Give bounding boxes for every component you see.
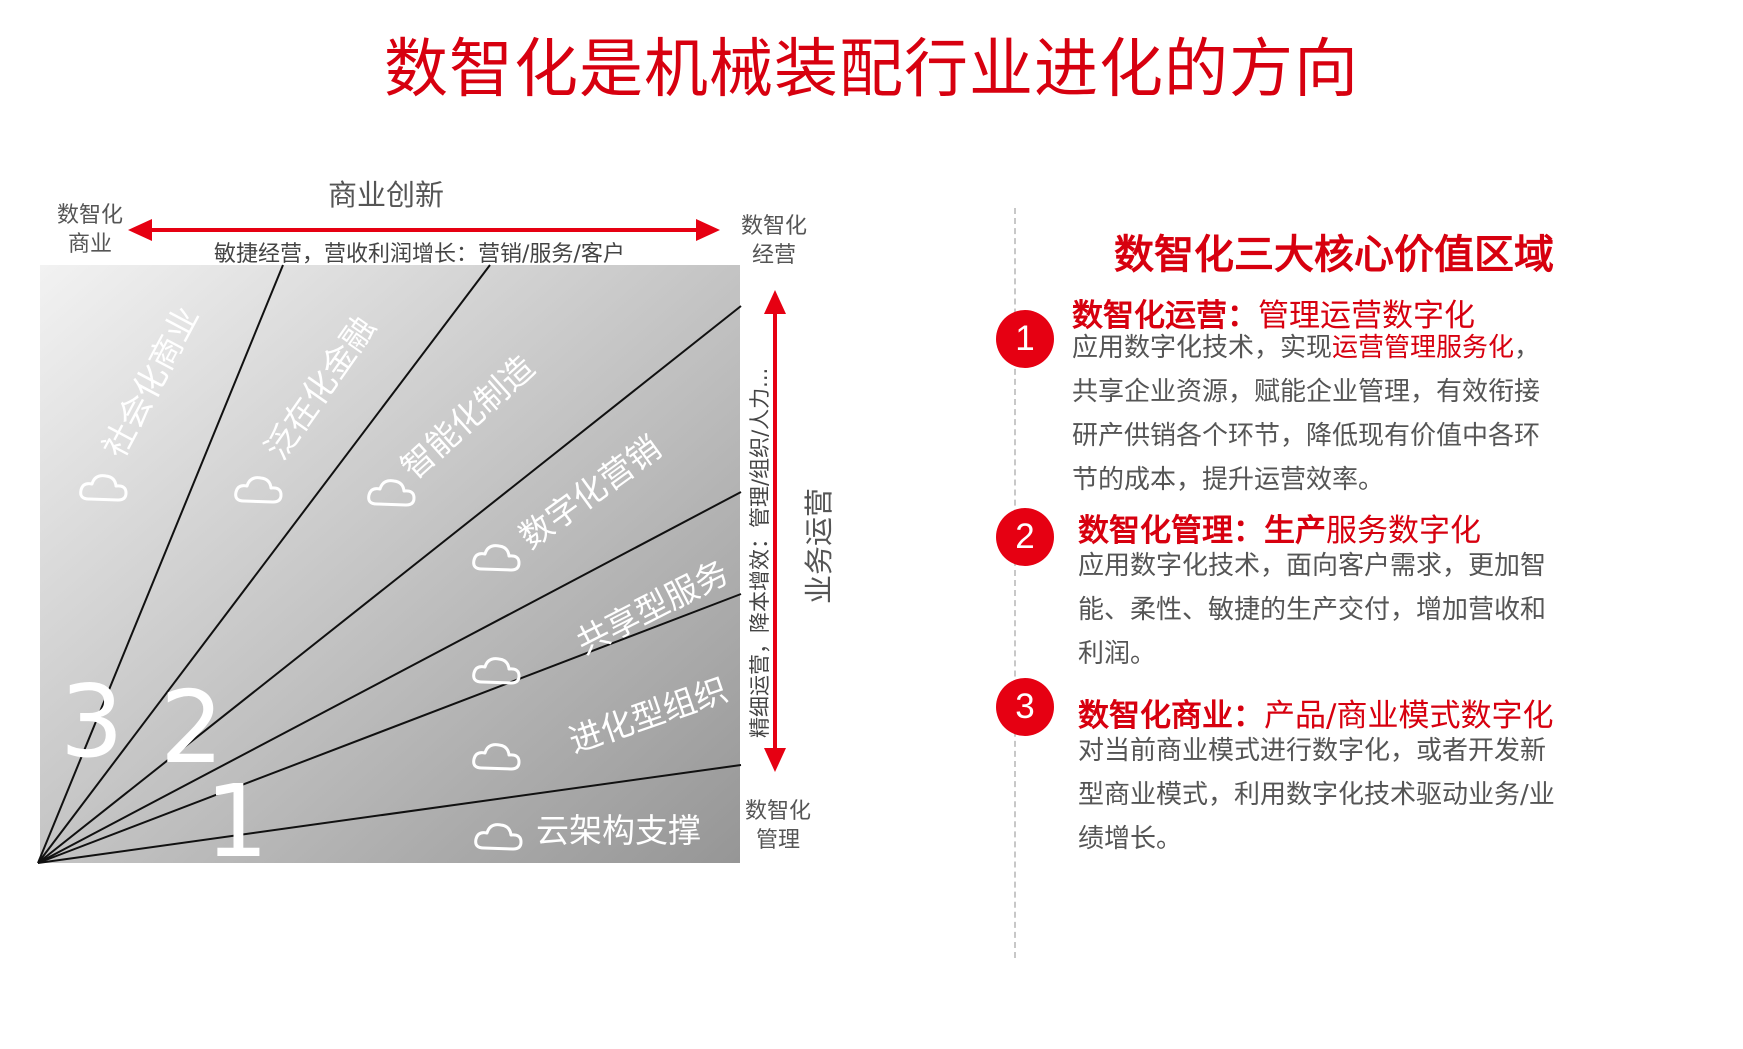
value-item-1-body-part: 应用数字化技术，实现	[1072, 333, 1333, 363]
value-item-2-body-part: 应用数字化技术，面向客户需求，更加智能、柔性、敏捷的生产交付，增加营收和利润。	[1078, 551, 1547, 669]
value-item-1-body: 应用数字化技术，实现运营管理服务化，共享企业资源，赋能企业管理，有效衔接研产供销…	[1072, 326, 1552, 502]
fan-line-6	[37, 764, 742, 864]
number-badge-2: 2	[996, 508, 1054, 566]
cloud-icon	[10, 217, 54, 242]
corner-label-bottom-right: 数智化 管理	[736, 797, 820, 855]
values-heading: 数智化三大核心价值区域	[1114, 232, 1554, 278]
big-number-1: 1	[205, 763, 269, 880]
value-item-3-heading-rest: 产品/商业模式数字化	[1264, 698, 1554, 734]
number-badge-1: 1	[996, 310, 1054, 368]
fan-line-4	[37, 491, 742, 864]
corner-bottom-right-line2: 管理	[755, 828, 800, 853]
corner-top-left-line1: 数智化	[56, 203, 123, 228]
corner-label-top-left: 数智化 商业	[48, 201, 132, 259]
top-axis-label: 商业创新	[328, 178, 445, 212]
right-axis-label: 业务运营	[802, 488, 836, 604]
value-item-3-heading-bold: 数智化商业：	[1078, 698, 1264, 734]
vertical-double-arrow	[764, 290, 786, 772]
fan-line-3	[37, 305, 742, 864]
page-title: 数智化是机械装配行业进化的方向	[384, 33, 1359, 107]
sector-label-cloud-support: 云架构支撑	[536, 811, 701, 850]
fan-line-1	[37, 264, 284, 864]
big-number-2: 2	[160, 669, 224, 786]
value-item-1-body-part: ，共享企业资源，赋能企业管理，有效衔接研产供销各个环节，降低现有价值中各环节的成…	[1072, 333, 1541, 495]
fan-line-5	[37, 593, 742, 864]
value-item-1-heading-rest: 管理运营数字化	[1258, 298, 1475, 334]
corner-top-right-line2: 经营	[751, 243, 796, 268]
value-item-3-body-part: 对当前商业模式进行数字化，或者开发新型商业模式，利用数字化技术驱动业务/业绩增长…	[1078, 736, 1555, 854]
fan-diagram: 社会化商业 泛在化金融 智能化制造 数字化营销 共享型服务 进化型组织 云架构支…	[10, 217, 836, 880]
right-axis-subtitle: 精细运营，降本增效：管理/组织/人力...	[748, 368, 772, 738]
horizontal-double-arrow	[128, 219, 720, 241]
value-item-2-heading-bold: 数智化管理：生产	[1078, 513, 1326, 549]
big-number-3: 3	[60, 663, 124, 780]
value-item-2-heading-rest: 服务数字化	[1326, 513, 1481, 549]
value-item-1-heading-bold: 数智化运营：	[1072, 298, 1258, 334]
value-item-2-heading: 数智化管理：生产服务数字化	[1078, 505, 1481, 550]
value-item-1-heading: 数智化运营：管理运营数字化	[1072, 290, 1475, 335]
value-item-3-body: 对当前商业模式进行数字化，或者开发新型商业模式，利用数字化技术驱动业务/业绩增长…	[1078, 729, 1556, 861]
value-item-1-body-highlight: 运营管理服务化	[1332, 333, 1515, 363]
corner-label-top-right: 数智化 经营	[732, 212, 816, 270]
value-item-3-heading: 数智化商业：产品/商业模式数字化	[1078, 690, 1553, 735]
fan-line-2	[37, 264, 491, 864]
top-axis-subtitle: 敏捷经营，营收利润增长：营销/服务/客户	[214, 242, 625, 267]
diagram-background	[40, 265, 740, 863]
corner-top-right-line1: 数智化	[740, 214, 807, 239]
value-item-2-body: 应用数字化技术，面向客户需求，更加智能、柔性、敏捷的生产交付，增加营收和利润。	[1078, 544, 1556, 676]
number-badge-3: 3	[996, 678, 1054, 736]
fan-lines	[37, 264, 742, 864]
section-divider	[1014, 208, 1016, 958]
corner-bottom-right-line1: 数智化	[744, 799, 811, 824]
corner-top-left-line2: 商业	[67, 232, 112, 257]
